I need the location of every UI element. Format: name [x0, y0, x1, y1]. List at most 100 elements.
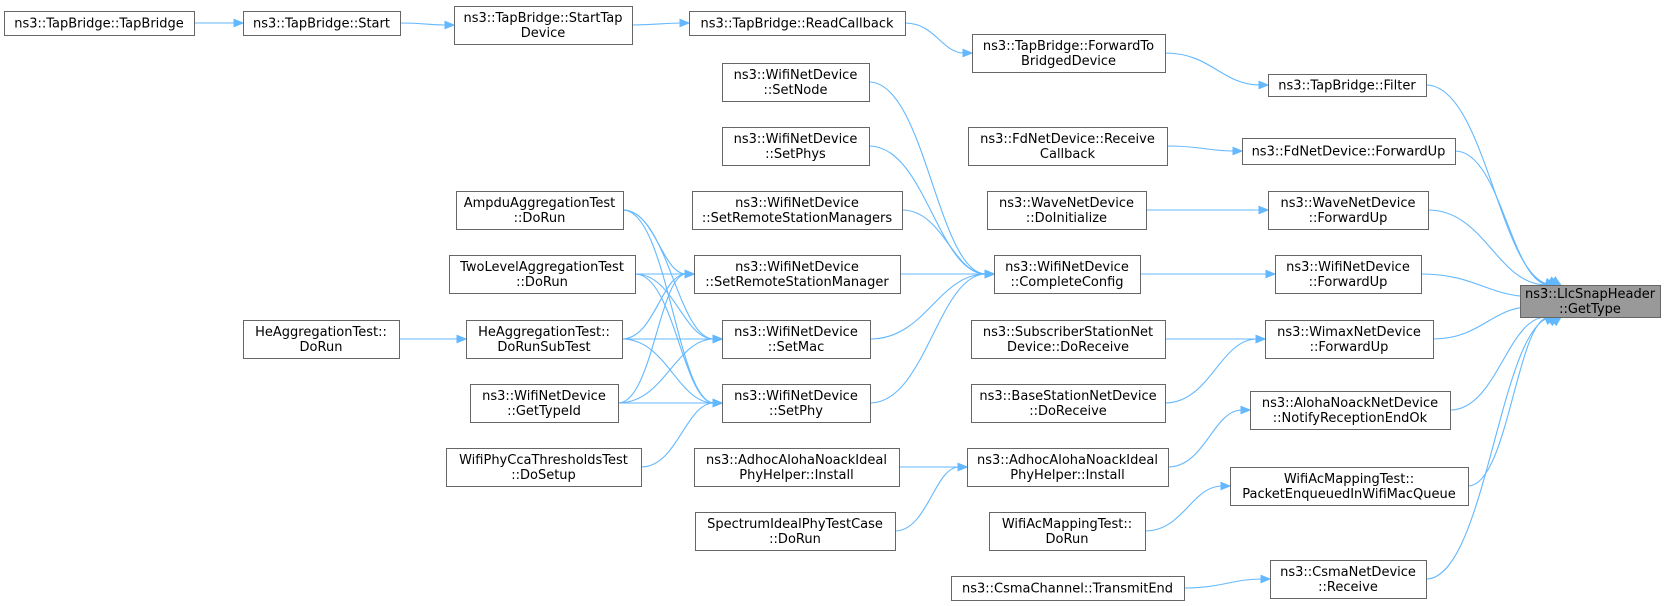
graph-node-he-dorunsub[interactable]: HeAggregationTest::DoRunSubTest: [466, 320, 623, 359]
node-label-line: WifiAcMappingTest::: [1002, 517, 1132, 532]
graph-node-wifi-setphy[interactable]: ns3::WifiNetDevice::SetPhy: [722, 384, 871, 423]
call-edge-n_wifi_gettypeid-to-n_wifi_setrsm: [617, 269, 696, 404]
node-label-line: ns3::WifiNetDevice: [734, 389, 858, 404]
node-label-line: PhyHelper::Install: [739, 468, 853, 483]
graph-node-tap-readcb[interactable]: ns3::TapBridge::ReadCallback: [689, 11, 906, 36]
graph-node-wifi-gettypeid[interactable]: ns3::WifiNetDevice::GetTypeId: [470, 384, 619, 423]
graph-node-he-dorun[interactable]: HeAggregationTest::DoRun: [243, 320, 400, 359]
edge-line: [1425, 84, 1553, 286]
call-edge-n_tap_forwardto-to-n_tap_filter: [1164, 52, 1270, 90]
graph-node-adhoc-install[interactable]: ns3::AdhocAlohaNoackIdealPhyHelper::Inst…: [967, 448, 1169, 487]
graph-node-wifi-setrsm[interactable]: ns3::WifiNetDevice::SetRemoteStationMana…: [694, 255, 901, 294]
node-label-line: ::DoRun: [769, 532, 821, 547]
graph-node-wifi-setmac[interactable]: ns3::WifiNetDevice::SetMac: [722, 320, 871, 359]
node-box: [994, 255, 1141, 294]
edge-line: [399, 22, 447, 26]
node-label-line: ns3::FdNetDevice::Receive: [980, 132, 1155, 147]
node-box: [454, 6, 633, 45]
edge-line: [901, 209, 987, 275]
node-label-line: ns3::FdNetDevice::ForwardUp: [1252, 145, 1446, 160]
graph-node-wave-forwardup[interactable]: ns3::WaveNetDevice::ForwardUp: [1268, 191, 1429, 230]
node-label-line: ns3::WifiNetDevice: [734, 132, 858, 147]
graph-node-ss-doreceive[interactable]: ns3::SubscriberStationNetDevice::DoRecei…: [971, 320, 1166, 359]
graph-node-wifi-completeconfig[interactable]: ns3::WifiNetDevice::CompleteConfig: [994, 255, 1141, 294]
graph-node-bs-doreceive[interactable]: ns3::BaseStationNetDevice::DoReceive: [971, 384, 1166, 423]
call-edge-n_wave_doinit-to-n_wave_forwardup: [1146, 205, 1270, 215]
edge-arrowhead: [1258, 205, 1270, 215]
graph-node-wifi-forwardup[interactable]: ns3::WifiNetDevice::ForwardUp: [1275, 255, 1422, 294]
call-edge-n_wifi_gettypeid-to-n_wifi_setmac: [617, 334, 724, 404]
graph-node-spectrum-dorun[interactable]: SpectrumIdealPhyTestCase::DoRun: [695, 512, 896, 551]
call-edge-n_tap_starttap-to-n_tap_readcb: [631, 18, 691, 28]
node-label-line: ns3::SubscriberStationNet: [983, 325, 1153, 340]
node-box: [1265, 320, 1434, 359]
node-label-line: ::Receive: [1318, 580, 1378, 595]
node-box: [968, 127, 1168, 166]
graph-node-wimax-forwardup[interactable]: ns3::WimaxNetDevice::ForwardUp: [1265, 320, 1434, 359]
call-edge-n_wificca_dosetup-to-n_wifi_setphy: [640, 398, 724, 468]
node-label-line: Callback: [1040, 147, 1096, 162]
node-box: [1268, 74, 1427, 97]
edge-arrowhead: [684, 269, 696, 279]
edge-arrowhead: [712, 334, 724, 344]
node-label-line: ns3::AdhocAlohaNoackIdeal: [706, 453, 887, 468]
graph-node-adhoc-install2[interactable]: ns3::AdhocAlohaNoackIdealPhyHelper::Inst…: [694, 448, 900, 487]
node-label-line: ns3::WimaxNetDevice: [1277, 325, 1421, 340]
edge-arrowhead: [679, 18, 691, 28]
graph-node-tap-start[interactable]: ns3::TapBridge::Start: [243, 11, 401, 36]
edge-line: [868, 81, 987, 275]
node-label-line: ::NotifyReceptionEndOk: [1273, 411, 1428, 426]
graph-node-acmap-dorun[interactable]: WifiAcMappingTest::DoRun: [989, 512, 1146, 551]
graph-node-wifi-setnode[interactable]: ns3::WifiNetDevice::SetNode: [722, 63, 870, 102]
edge-arrowhead: [712, 398, 724, 408]
node-label-line: PacketEnqueuedInWifiMacQueue: [1242, 487, 1455, 502]
graph-node-acmap-packetenq[interactable]: WifiAcMappingTest::PacketEnqueuedInWifiM…: [1230, 467, 1469, 506]
call-edge-n_csma_receive-to-n_llcsnap_gettype: [1425, 316, 1563, 580]
node-label-line: ns3::TapBridge::StartTap: [464, 11, 623, 26]
node-box: [722, 127, 870, 166]
graph-node-tap-filter[interactable]: ns3::TapBridge::Filter: [1268, 74, 1427, 97]
edge-arrowhead: [962, 48, 974, 58]
node-label-line: BridgedDevice: [1021, 54, 1116, 69]
graph-node-csma-transmitend[interactable]: ns3::CsmaChannel::TransmitEnd: [951, 576, 1185, 601]
node-label-line: ns3::TapBridge::TapBridge: [14, 17, 184, 32]
call-edge-n_adhoc_install-to-n_aloha_notify: [1167, 405, 1252, 468]
graph-node-tap-ctor[interactable]: ns3::TapBridge::TapBridge: [4, 11, 195, 36]
graph-node-wificca-dosetup[interactable]: WifiPhyCcaThresholdsTest::DoSetup: [446, 448, 642, 487]
node-label-line: ::SetNode: [763, 83, 827, 98]
node-label-line: PhyHelper::Install: [1010, 468, 1124, 483]
graph-node-aloha-notify[interactable]: ns3::AlohaNoackNetDevice::NotifyReceptio…: [1250, 391, 1451, 430]
node-label-line: ::DoSetup: [511, 468, 576, 483]
node-box: [1268, 191, 1429, 230]
graph-node-fd-forwardup[interactable]: ns3::FdNetDevice::ForwardUp: [1242, 138, 1456, 165]
node-label-line: ns3::TapBridge::Start: [253, 17, 390, 32]
node-box: [972, 34, 1166, 73]
edge-line: [1144, 485, 1223, 532]
graph-node-ampdu-dorun[interactable]: AmpduAggregationTest::DoRun: [456, 191, 624, 230]
node-box: [722, 320, 871, 359]
node-box: [1275, 255, 1422, 294]
node-box: [987, 191, 1147, 230]
node-label-line: ::SetPhy: [769, 404, 823, 419]
node-label-line: ns3::WaveNetDevice: [999, 196, 1134, 211]
graph-node-wifi-setrsms[interactable]: ns3::WifiNetDevice::SetRemoteStationMana…: [692, 191, 903, 230]
graph-node-csma-receive[interactable]: ns3::CsmaNetDevice::Receive: [1270, 560, 1427, 599]
node-label-line: WifiAcMappingTest::: [1284, 472, 1414, 487]
node-label-line: ::SetMac: [768, 340, 824, 355]
edge-line: [1427, 209, 1547, 286]
graph-node-wave-doinit[interactable]: ns3::WaveNetDevice::DoInitialize: [987, 191, 1147, 230]
call-edge-n_wifi_completeconfig-to-n_wifi_forwardup: [1139, 269, 1277, 279]
graph-node-wifi-setphys[interactable]: ns3::WifiNetDevice::SetPhys: [722, 127, 870, 166]
call-edge-n_wifi_setphy-to-n_wifi_completeconfig: [869, 269, 996, 404]
node-label-line: ns3::CsmaChannel::TransmitEnd: [962, 582, 1173, 597]
node-label-line: Device: [521, 26, 565, 41]
graph-node-llcsnap-gettype: ns3::LlcSnapHeader::GetType: [1520, 285, 1661, 318]
call-edge-n_ampdu_dorun-to-n_wifi_setphy: [622, 209, 724, 408]
edge-arrowhead: [1260, 574, 1272, 584]
edge-line: [621, 273, 687, 340]
call-edge-n_ss_doreceive-to-n_wimax_forwardup: [1165, 334, 1267, 344]
graph-node-twolevel-dorun[interactable]: TwoLevelAggregationTest::DoRun: [449, 255, 636, 294]
